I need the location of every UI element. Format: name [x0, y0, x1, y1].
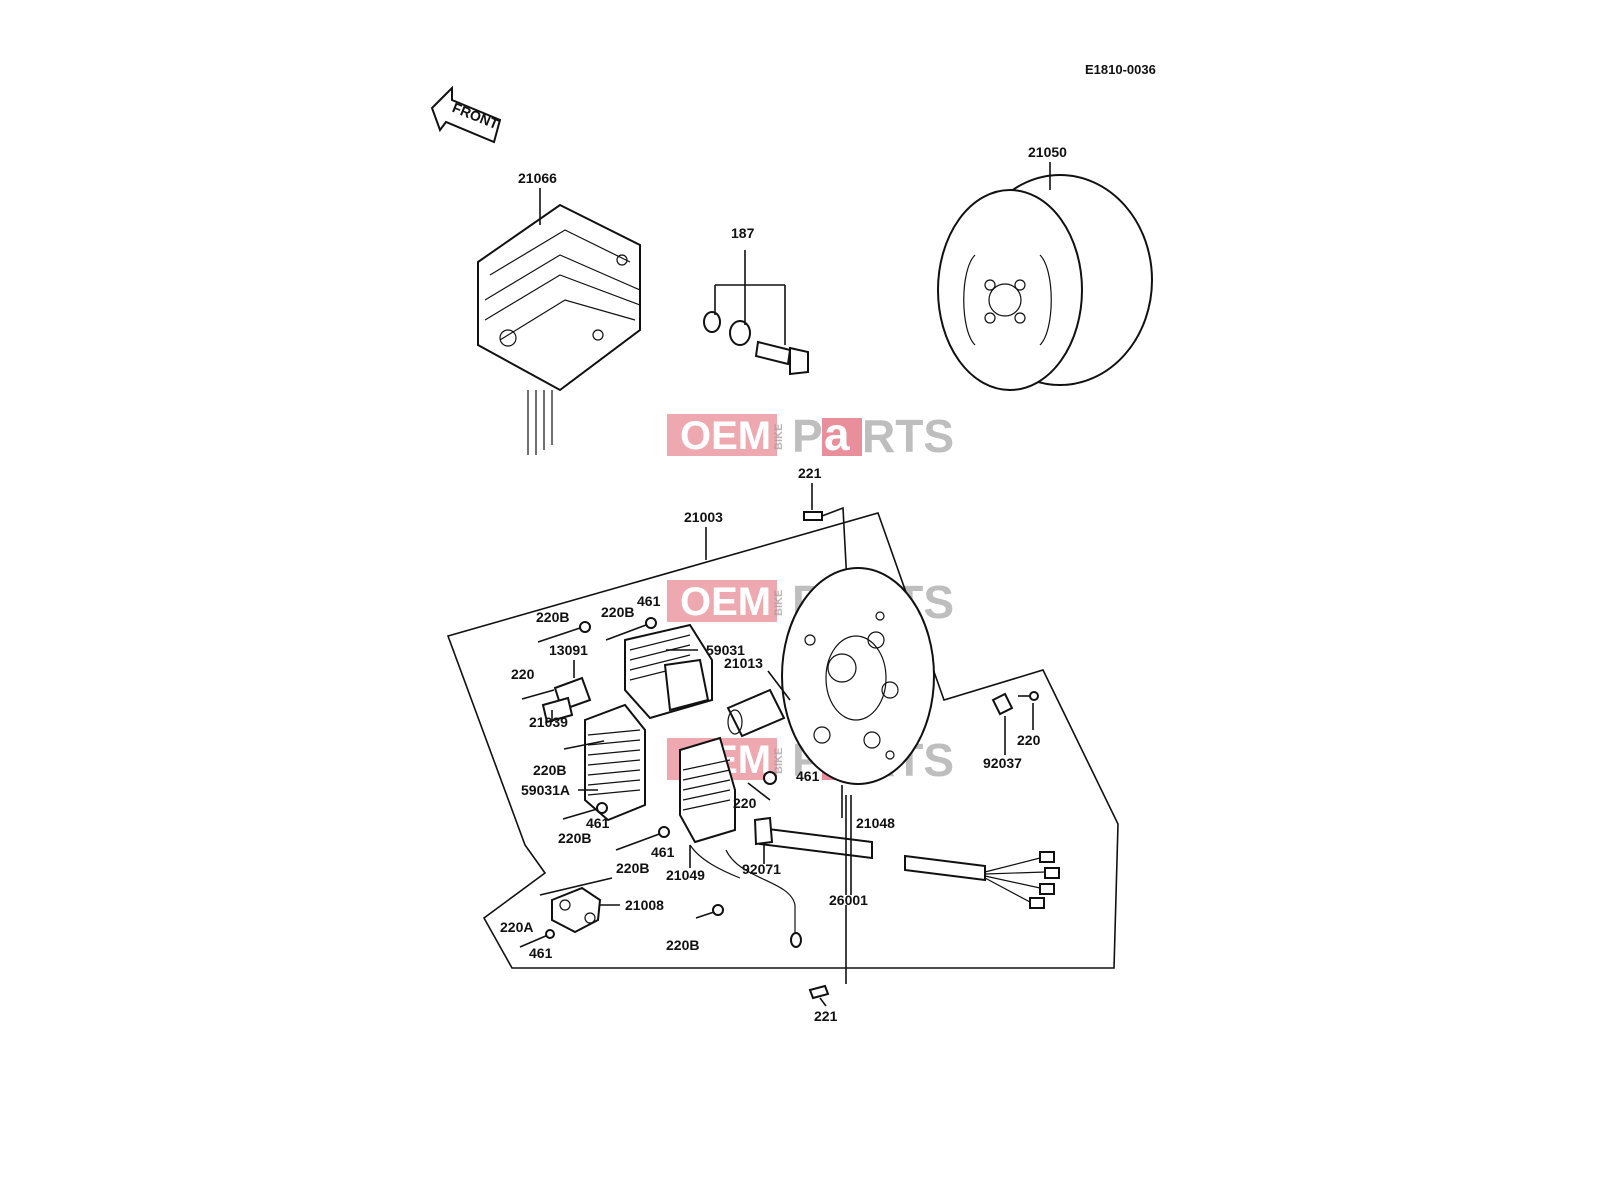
- svg-text:BIKE: BIKE: [773, 590, 785, 616]
- label-220b-2: 220B: [601, 604, 634, 620]
- wire-harness[interactable]: [759, 826, 1060, 909]
- svg-text:BIKE: BIKE: [773, 748, 785, 774]
- bracket-21039[interactable]: [541, 696, 574, 724]
- label-59031a: 59031A: [521, 782, 570, 798]
- label-21039: 21039: [529, 714, 568, 730]
- screw-221-bottom[interactable]: [808, 984, 830, 1000]
- label-21049: 21049: [666, 867, 705, 883]
- label-220b-6: 220B: [666, 937, 699, 953]
- screw-220-2[interactable]: [747, 782, 771, 801]
- label-220-2: 220: [733, 795, 757, 811]
- charging-coil-59031a[interactable]: [584, 703, 646, 822]
- svg-text:OEM: OEM: [680, 580, 771, 624]
- flywheel-rotor[interactable]: [937, 174, 1153, 391]
- label-21003: 21003: [684, 509, 723, 525]
- label-220b-5: 220B: [616, 860, 649, 876]
- label-220-3: 220: [1017, 732, 1041, 748]
- label-220a: 220A: [500, 919, 533, 935]
- screw-220-3[interactable]: [1018, 691, 1039, 701]
- wire-terminal: [790, 932, 802, 948]
- label-21048: 21048: [856, 815, 895, 831]
- label-221-top: 221: [798, 465, 822, 481]
- svg-text:BIKE: BIKE: [773, 424, 785, 450]
- label-13091: 13091: [549, 642, 588, 658]
- label-461-3: 461: [651, 844, 675, 860]
- screw-220b-1[interactable]: [537, 621, 591, 643]
- diagram-code: E1810-0036: [1085, 62, 1156, 77]
- svg-text:OEM: OEM: [680, 414, 771, 458]
- pickup-coil-21008[interactable]: [551, 886, 602, 934]
- screw-221-top[interactable]: [803, 511, 823, 521]
- screw-220b-6[interactable]: [695, 904, 724, 919]
- label-92037: 92037: [983, 755, 1022, 771]
- coil-21049[interactable]: [679, 736, 741, 879]
- screw-220b-5[interactable]: [615, 826, 670, 851]
- label-59031: 59031: [706, 642, 745, 658]
- screw-220b-2[interactable]: [605, 617, 657, 641]
- clamp-92037[interactable]: [991, 692, 1014, 716]
- screw-220a[interactable]: [519, 929, 555, 948]
- label-21066: 21066: [518, 170, 557, 186]
- regulator-rectifier[interactable]: [477, 203, 641, 455]
- bolt-washer-set[interactable]: [703, 311, 809, 376]
- label-21013: 21013: [724, 655, 763, 671]
- front-arrow-icon: FRONT: [430, 85, 501, 144]
- label-220b-1: 220B: [536, 609, 569, 625]
- label-461-4: 461: [796, 768, 820, 784]
- label-220b-3: 220B: [533, 762, 566, 778]
- label-461-5: 461: [529, 945, 553, 961]
- washer-461-4[interactable]: [763, 771, 777, 785]
- svg-text:a: a: [824, 408, 850, 460]
- label-21008: 21008: [625, 897, 664, 913]
- label-461-2: 461: [586, 815, 610, 831]
- svg-text:P: P: [792, 410, 823, 462]
- label-220b-4: 220B: [558, 830, 591, 846]
- label-221-bottom: 221: [814, 1008, 838, 1024]
- watermark-logo-1: OEM BIKE P a RTS: [667, 408, 954, 462]
- label-26001: 26001: [829, 892, 868, 908]
- label-92071: 92071: [742, 861, 781, 877]
- charging-coil-59031[interactable]: [624, 623, 713, 720]
- label-187: 187: [731, 225, 755, 241]
- screw-220b-3[interactable]: [563, 740, 605, 750]
- label-461-1: 461: [637, 593, 661, 609]
- label-21050: 21050: [1028, 144, 1067, 160]
- exciter-coil-21013[interactable]: [726, 688, 786, 738]
- screw-220-1[interactable]: [521, 689, 555, 700]
- label-220-1: 220: [511, 666, 535, 682]
- svg-text:RTS: RTS: [862, 410, 954, 462]
- screw-220b-4[interactable]: [562, 802, 608, 820]
- grommet-92071[interactable]: [753, 816, 774, 846]
- stator-base-plate[interactable]: [781, 567, 935, 785]
- lead-wire: [725, 849, 796, 935]
